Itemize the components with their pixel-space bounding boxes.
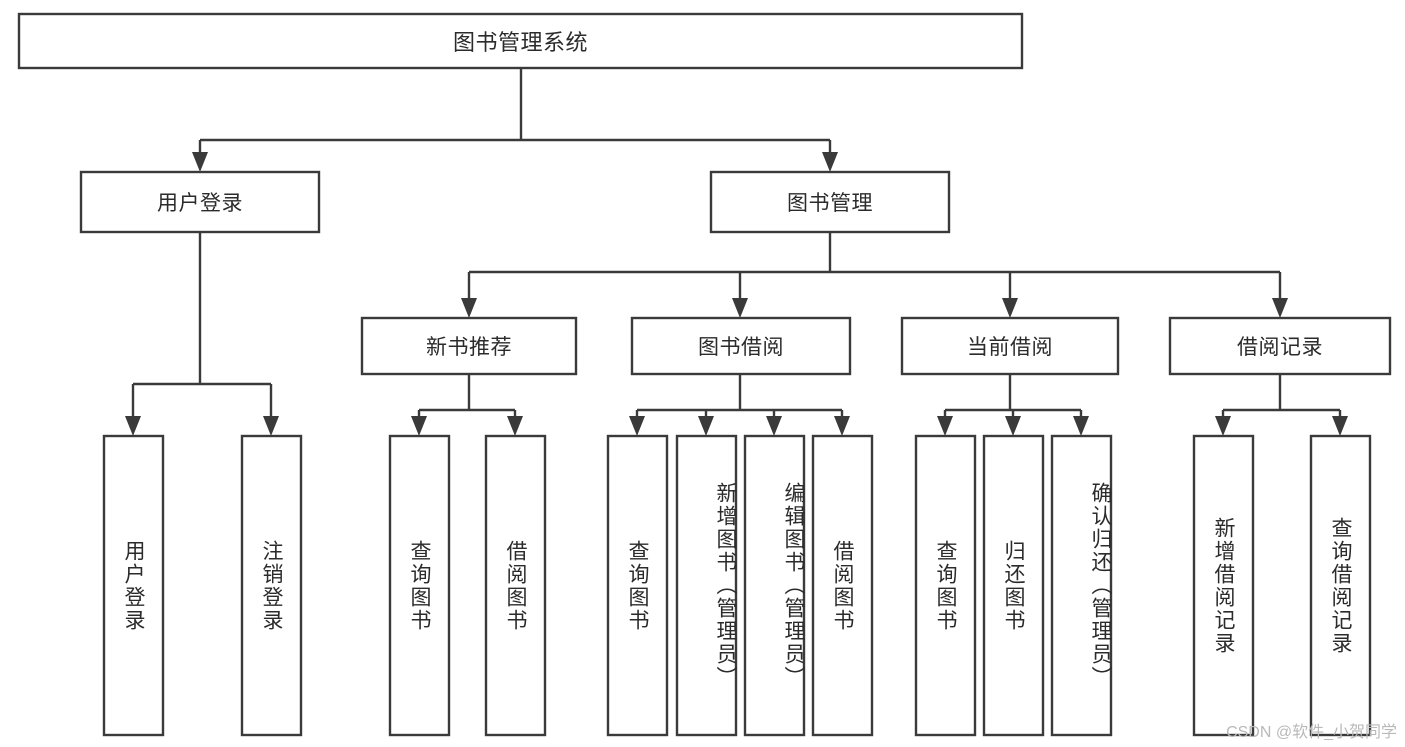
arrow-head-new-book-recommend [461,298,477,318]
leaf-box-new-book-0[interactable] [388,434,451,737]
leaf-box-current-borrow-2[interactable] [1050,434,1113,737]
node-borrow-record-box[interactable] [1168,316,1392,376]
connector-book-borrow-to-leaves [629,374,850,436]
connector-root-to-level2 [192,68,838,172]
arrow-head-leaf-book-borrow-2 [766,416,782,436]
arrow-head-leaf-book-borrow-1 [698,416,714,436]
leaf-box-borrow-record-1[interactable] [1309,434,1372,737]
arrow-head-leaf-borrow-record-0 [1215,416,1231,436]
arrow-head-borrow-record [1272,298,1288,318]
arrow-head-leaf-new-book-1 [507,416,523,436]
node-current-borrow-box[interactable] [900,316,1120,376]
leaf-box-book-borrow-1[interactable] [675,434,738,737]
leaf-box-user-login-0[interactable] [102,434,165,737]
arrow-head-leaf-new-book-0 [411,416,427,436]
arrow-head-book-manage [822,152,838,172]
arrow-head-leaf-current-borrow-0 [937,416,953,436]
arrow-head-leaf-user-login-1 [263,416,279,436]
node-new-book-recommend-box[interactable] [360,316,578,376]
arrow-head-leaf-current-borrow-1 [1005,416,1021,436]
node-root-box[interactable] [17,12,1024,70]
arrow-head-user-login [192,152,208,172]
connector-new-book-to-leaves [411,374,523,436]
arrow-head-leaf-book-borrow-0 [629,416,645,436]
leaf-box-book-borrow-2[interactable] [743,434,806,737]
node-user-login-box[interactable] [79,170,321,234]
connector-book-manage-to-level3 [461,232,1288,318]
leaf-box-new-book-1[interactable] [484,434,547,737]
arrow-head-book-borrow [732,298,748,318]
arrow-head-leaf-current-borrow-2 [1073,416,1089,436]
connector-user-login-to-leaves [125,232,279,436]
leaf-box-user-login-1[interactable] [240,434,303,737]
leaf-box-book-borrow-0[interactable] [606,434,669,737]
arrow-head-leaf-borrow-record-1 [1332,416,1348,436]
arrow-head-current-borrow [1002,298,1018,318]
node-book-manage-box[interactable] [709,170,951,234]
connector-borrow-record-to-leaves [1215,374,1348,436]
leaf-box-borrow-record-0[interactable] [1192,434,1255,737]
connector-current-borrow-to-leaves [937,374,1089,436]
leaf-box-current-borrow-1[interactable] [982,434,1045,737]
arrow-head-leaf-book-borrow-3 [834,416,850,436]
leaf-box-current-borrow-0[interactable] [914,434,977,737]
node-book-borrow-box[interactable] [630,316,852,376]
arrow-head-leaf-user-login-0 [125,416,141,436]
leaf-box-book-borrow-3[interactable] [811,434,874,737]
